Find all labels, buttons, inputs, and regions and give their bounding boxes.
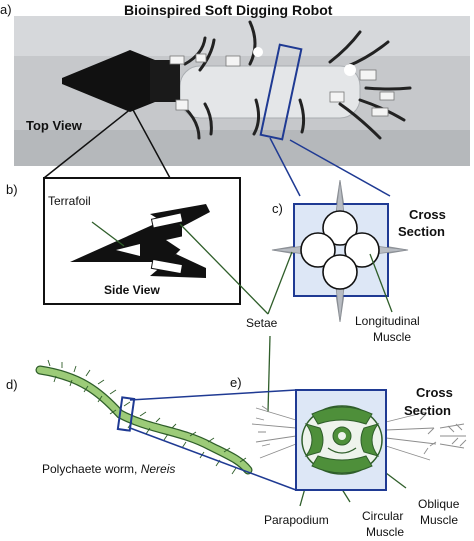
side-view-robot: [70, 204, 210, 278]
callout-line-b-right: [131, 107, 171, 179]
callout-line-e-bottom: [129, 427, 297, 491]
parapodium-label: Parapodium: [264, 513, 329, 527]
panel-letter-b: b): [6, 182, 18, 197]
side-view-label: Side View: [104, 283, 160, 297]
cross-section-label-c-line1: Cross: [409, 207, 446, 222]
robot-section-highlight: [259, 43, 303, 141]
callout-line-e-top: [129, 389, 297, 401]
worm-caption-prefix: Polychaete worm,: [42, 462, 141, 476]
cross-section-label-e-line2: Section: [404, 403, 451, 418]
robot-photo: [14, 16, 470, 166]
panel-letter-c: c): [272, 201, 283, 216]
figure-title: Bioinspired Soft Digging Robot: [124, 2, 333, 18]
panel-letter-e: e): [230, 375, 242, 390]
panel-letter-a: a): [0, 2, 12, 17]
cross-section-label-e-line1: Cross: [416, 385, 453, 400]
worm-section-highlight: [116, 396, 136, 432]
top-view-label: Top View: [26, 118, 82, 133]
cross-section-label-c-line2: Section: [398, 224, 445, 239]
worm-caption-species: Nereis: [140, 462, 176, 476]
callout-line-c-left: [269, 137, 301, 197]
longitudinal-muscle-label-line2: Muscle: [373, 330, 412, 344]
callout-line-c-right: [289, 139, 391, 197]
oblique-muscle-label-line1: Oblique: [418, 497, 460, 511]
callout-line-b-left: [43, 107, 133, 179]
longitudinal-muscle-label-line1: Longitudinal: [355, 314, 420, 328]
robot-cross-section: [271, 179, 409, 323]
worm-illustration: [35, 359, 253, 475]
circular-muscle-label-line2: Muscle: [366, 525, 405, 539]
worm-caption: Polychaete worm, Nereis: [42, 463, 175, 475]
oblique-muscle-label-line2: Muscle: [420, 513, 459, 527]
setae-label: Setae: [246, 316, 278, 330]
panel-letter-d: d): [6, 377, 18, 392]
terrafoil-label: Terrafoil: [48, 194, 91, 208]
worm-cross-section: [251, 389, 467, 491]
circular-muscle-label-line1: Circular: [362, 509, 404, 523]
